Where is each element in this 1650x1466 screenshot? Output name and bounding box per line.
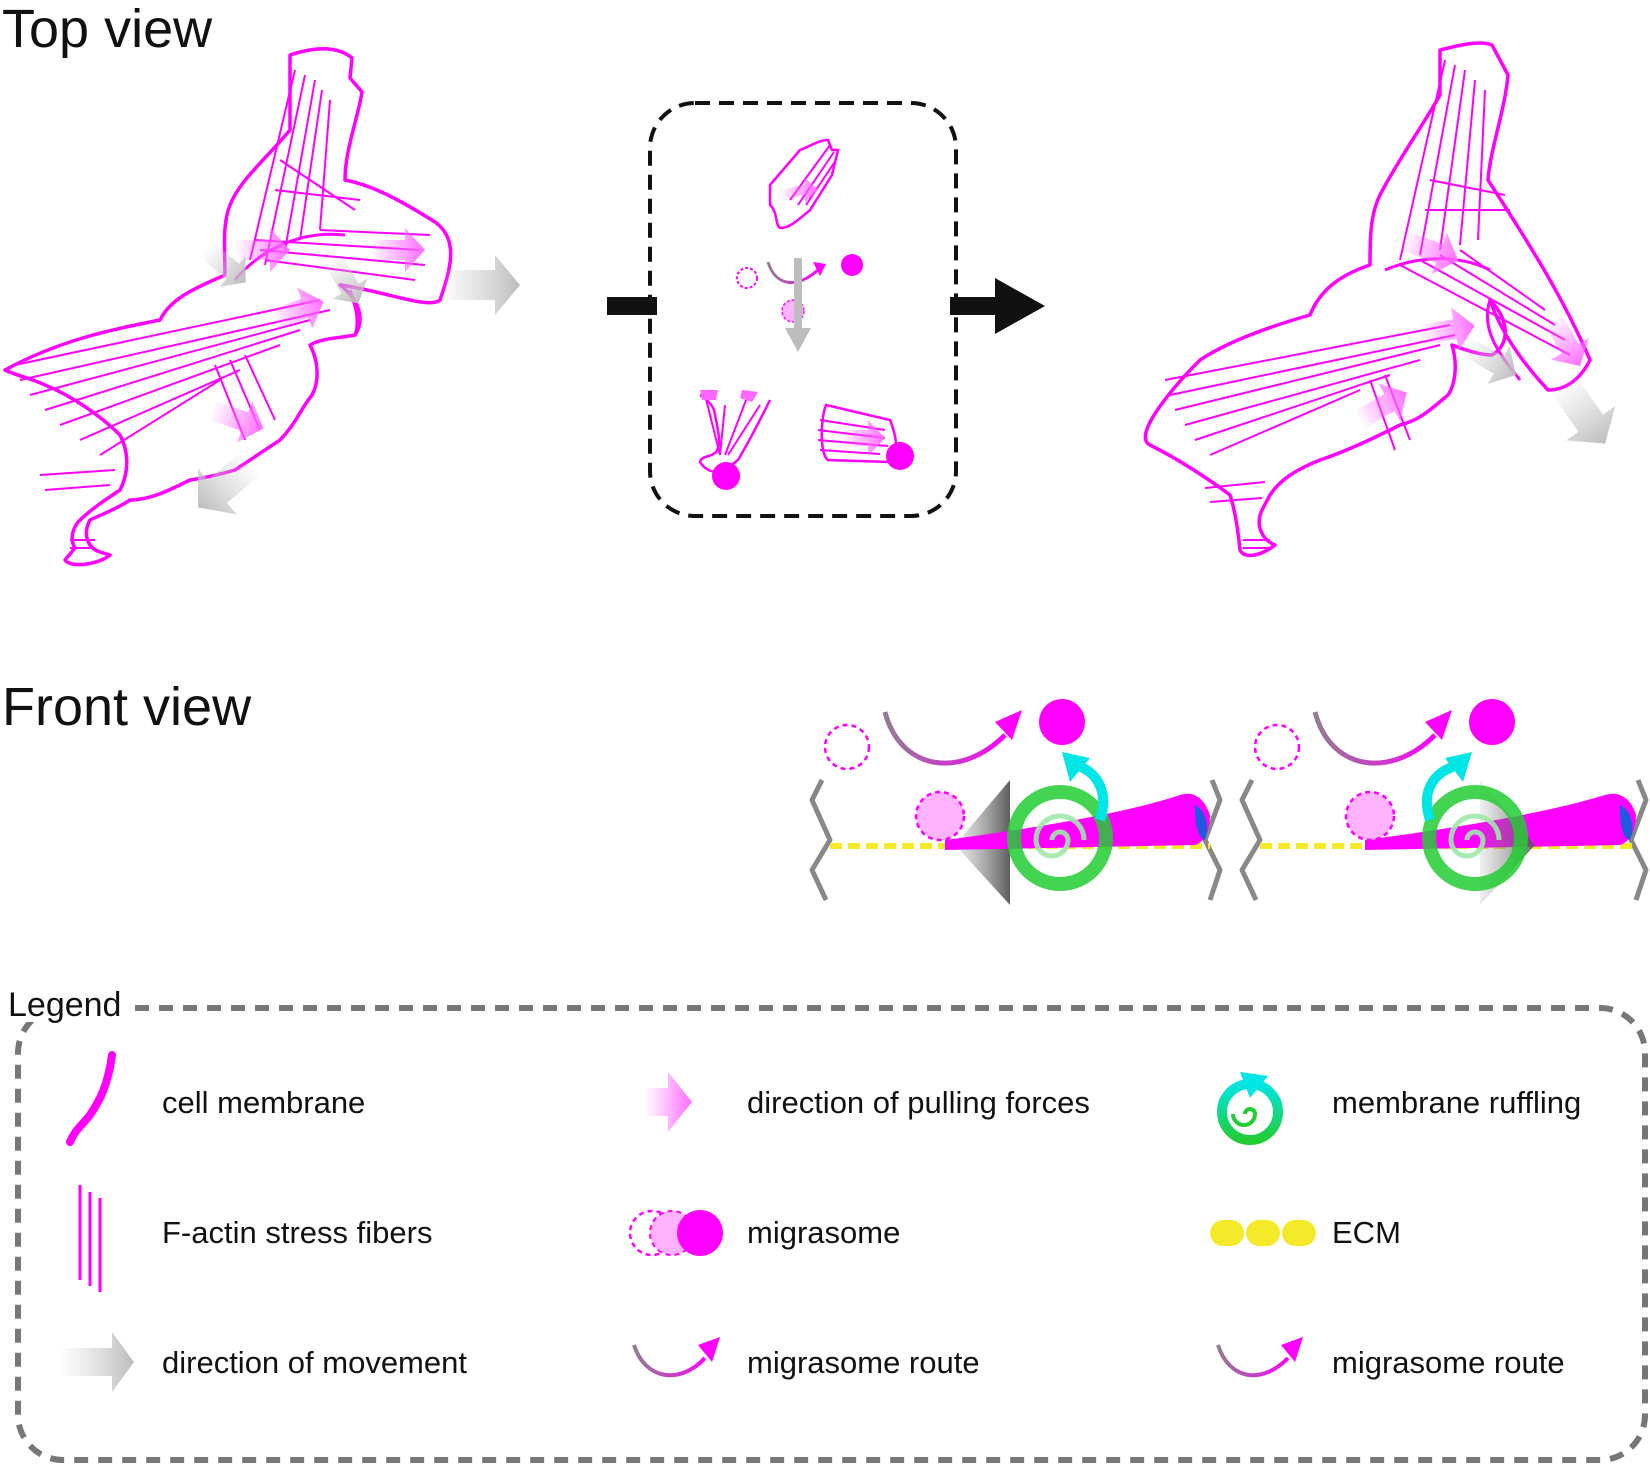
top-view-left-cell (3, 47, 520, 567)
legend-frame (15, 1005, 1648, 1463)
migrasome (1039, 699, 1085, 745)
legend-migrasome-route-icon-2 (1216, 1337, 1303, 1378)
process-box-contents (698, 138, 914, 490)
legend-movement-arrow-icon (60, 1332, 134, 1392)
legend-label-migrasome-route-2: migrasome route (1332, 1345, 1565, 1380)
legend-membrane-ruffling-icon (1217, 1072, 1283, 1145)
movement-arrows-left (198, 241, 520, 515)
legend-cell-membrane-icon (66, 1051, 116, 1146)
legend-label-ecm: ECM (1332, 1215, 1401, 1250)
mini-cell-bottom-left (698, 390, 772, 490)
legend-label-migrasome-route-1: migrasome route (747, 1345, 980, 1380)
cell-membrane-outline (3, 47, 453, 567)
migrasome-route-icon (632, 1344, 707, 1378)
legend-label-movement: direction of movement (162, 1345, 467, 1380)
migrasome-route-arrow (1312, 711, 1437, 766)
leading-edge (1195, 805, 1207, 840)
front-view-panel-1 (809, 699, 1223, 905)
mini-migrasome-route (736, 254, 863, 352)
migrasome-intermediate (914, 790, 966, 842)
front-view-panel-2 (1239, 699, 1649, 905)
membrane-ruffling-spiral (1007, 752, 1113, 891)
migrasome-ghost (1253, 723, 1301, 771)
legend-migrasome-icon (628, 1209, 723, 1257)
mini-cell-top (768, 138, 840, 230)
movement-arrow-icon (60, 1332, 134, 1392)
movement-arrows-right (1459, 336, 1616, 444)
migrasome-intermediate (1344, 790, 1396, 842)
legend-stress-fibers-icon (78, 1185, 102, 1292)
pulling-force-arrows-right (1354, 230, 1590, 429)
substrate-right-wall (1628, 779, 1649, 901)
top-view-heading: Top view (2, 0, 213, 59)
substrate-left-wall (1239, 778, 1263, 902)
membrane-ruffling-spiral (1421, 752, 1528, 891)
substrate-right-wall (1202, 779, 1223, 901)
migrasome-ghost (823, 723, 871, 771)
mini-cell-bottom-right (817, 403, 914, 470)
stress-fibers-right (1164, 59, 1571, 549)
leading-edge (1620, 805, 1633, 840)
legend-label-cell-membrane: cell membrane (162, 1085, 366, 1120)
process-arrow (950, 278, 1045, 334)
cell-membrane-outline (1143, 41, 1592, 558)
migrasome-route-icon (1216, 1344, 1290, 1378)
migrasome (1469, 699, 1515, 745)
top-view-right-cell (1143, 41, 1616, 558)
front-view-heading: Front view (2, 677, 252, 737)
legend-ecm-icon (1210, 1220, 1316, 1246)
legend-pulling-force-arrow-icon (645, 1072, 692, 1132)
legend-migrasome-route-icon-1 (632, 1337, 720, 1378)
pulling-force-arrows-left (208, 228, 425, 443)
process-connector (607, 101, 1045, 518)
pulling-force-arrow-icon (645, 1072, 692, 1132)
inhibition-bar (607, 297, 657, 315)
legend-label-migrasome: migrasome (747, 1215, 901, 1250)
legend-label-membrane-ruffling: membrane ruffling (1332, 1085, 1582, 1120)
cell-membrane-icon (66, 1051, 116, 1146)
process-dashed-box (648, 101, 958, 518)
legend-title: Legend (8, 988, 130, 1022)
migrasome-route-arrow (882, 711, 1007, 766)
legend-label-stress-fibers: F-actin stress fibers (162, 1215, 433, 1250)
ecm-icon (1210, 1220, 1244, 1246)
legend-label-pulling-forces: direction of pulling forces (747, 1085, 1090, 1120)
migrasome-icon (677, 1210, 723, 1256)
substrate-left-wall (809, 778, 833, 902)
